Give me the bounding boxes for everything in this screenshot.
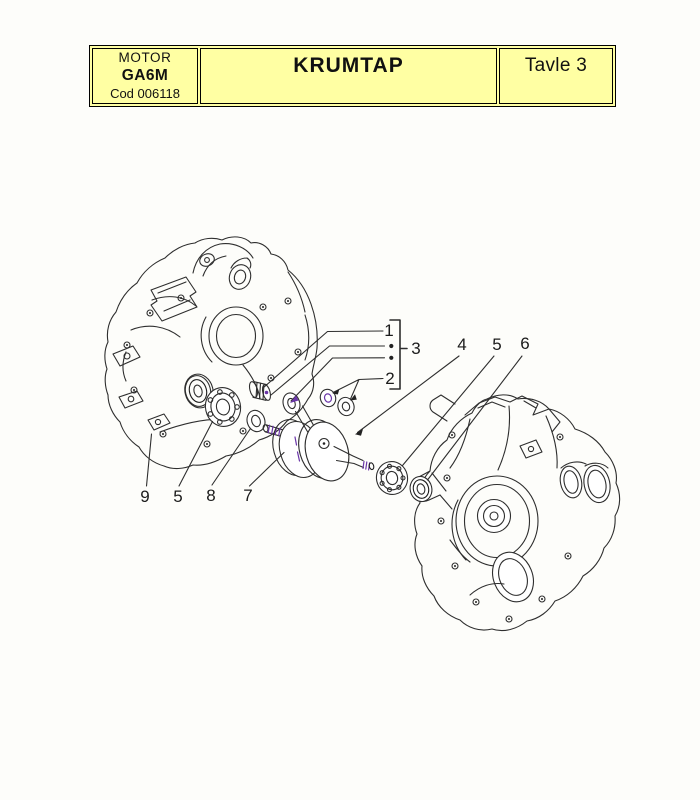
left-crankcase-drawing (104, 236, 318, 470)
bearing-balls (379, 463, 406, 493)
motor-model: GA6M (121, 66, 169, 84)
spline-bushing (248, 381, 272, 401)
bearing-left (204, 387, 242, 427)
right-crankcase-drawing (410, 394, 621, 632)
motor-info-box: MOTOR GA6M Cod 006118 (92, 48, 198, 104)
callout-9: 9 (140, 487, 150, 506)
bearing-balls (207, 389, 240, 425)
leader-lines (145, 319, 523, 487)
group-bracket (389, 319, 408, 390)
washer-pair (319, 388, 355, 417)
title-box: KRUMTAP (200, 48, 497, 104)
bearing-right (375, 460, 409, 496)
callout-7: 7 (243, 486, 253, 505)
callout-5-top: 5 (492, 335, 502, 354)
bolt-holes-left (123, 294, 302, 448)
callout-1: 1 (384, 321, 394, 340)
bolt-holes-right (437, 431, 572, 623)
oil-seal-right (409, 475, 433, 503)
motor-label: MOTOR (118, 50, 172, 66)
callout-2: 2 (385, 369, 395, 388)
oil-seal-left (184, 375, 212, 407)
crankshaft-drawing (262, 392, 375, 482)
header-table: MOTOR GA6M Cod 006118 KRUMTAP Tavle 3 (89, 45, 616, 107)
callout-6: 6 (520, 334, 530, 353)
plate-box: Tavle 3 (499, 48, 613, 104)
page-title: KRUMTAP (293, 54, 404, 77)
callout-3: 3 (411, 339, 421, 358)
plate-number: Tavle 3 (524, 55, 588, 76)
shim-washer-left (246, 409, 266, 433)
motor-code: Cod 006118 (110, 85, 180, 101)
callout-4: 4 (457, 335, 467, 354)
callout-5-bottom: 5 (173, 487, 183, 506)
callout-8: 8 (206, 486, 216, 505)
